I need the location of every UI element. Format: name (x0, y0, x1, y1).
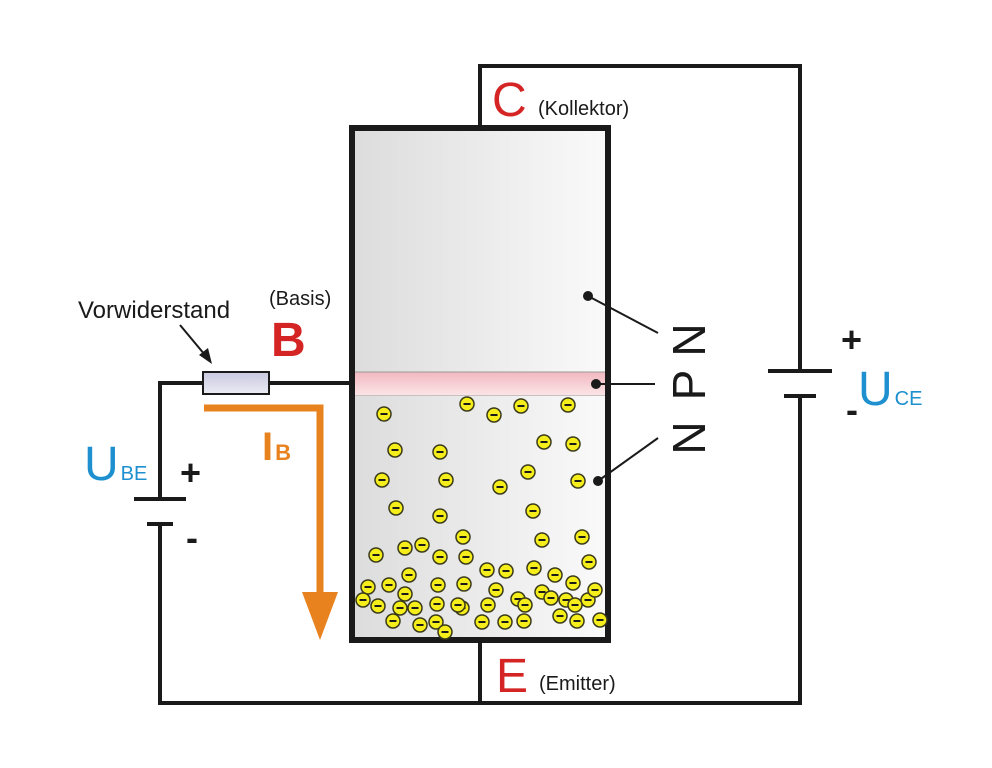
voltage-ce-plus: + (841, 319, 862, 360)
layer-label-p: P (663, 370, 715, 401)
electron (569, 613, 585, 629)
base-current-arrow (204, 404, 338, 640)
electron (376, 406, 392, 422)
voltage-be-minus: - (186, 517, 198, 558)
electron (368, 547, 384, 563)
voltage-be-plus: + (180, 452, 201, 493)
electron (370, 598, 386, 614)
electron (397, 586, 413, 602)
voltage-be-subscript: BE (121, 463, 148, 485)
base-current-label: IB (262, 425, 291, 469)
resistor (202, 371, 270, 395)
electron (438, 472, 454, 488)
electron (381, 577, 397, 593)
collector-letter: C (492, 74, 527, 127)
electron (547, 567, 563, 583)
electron (392, 600, 408, 616)
base-region (351, 371, 609, 397)
electron (565, 575, 581, 591)
electron (536, 434, 552, 450)
electron (479, 562, 495, 578)
electron (385, 613, 401, 629)
electron (498, 563, 514, 579)
electron (567, 597, 583, 613)
electron (587, 582, 603, 598)
electron (560, 397, 576, 413)
electron (456, 576, 472, 592)
electron (459, 396, 475, 412)
electron (592, 612, 608, 628)
electron (432, 549, 448, 565)
electron (474, 614, 490, 630)
circuit-wires (158, 64, 802, 705)
layer-label-n-bottom: N (663, 421, 715, 454)
base-name: (Basis) (269, 288, 331, 310)
collector-name: (Kollektor) (538, 98, 629, 120)
electron (432, 444, 448, 460)
electron (513, 398, 529, 414)
layer-label-n-top: N (663, 323, 715, 356)
electron (525, 503, 541, 519)
electron (520, 464, 536, 480)
electron (355, 592, 371, 608)
layer-leaders (583, 291, 659, 486)
resistor-pointer-arrow (179, 324, 212, 364)
electron (497, 614, 513, 630)
base-letter: B (271, 314, 306, 367)
base-current-subscript: B (275, 440, 291, 465)
electron (486, 407, 502, 423)
electron (414, 537, 430, 553)
collector-wire (478, 64, 802, 370)
base-wire-left (158, 381, 204, 498)
electron (388, 500, 404, 516)
battery-uce (768, 369, 832, 398)
electron (455, 529, 471, 545)
electron (412, 617, 428, 633)
collector-region (352, 128, 608, 372)
electron (534, 532, 550, 548)
electron (374, 472, 390, 488)
electron (458, 549, 474, 565)
electron (565, 436, 581, 452)
emitter-name: (Emitter) (539, 673, 616, 695)
electron (581, 554, 597, 570)
electron (407, 600, 423, 616)
electron (480, 597, 496, 613)
electron (570, 473, 586, 489)
electron (401, 567, 417, 583)
electron (387, 442, 403, 458)
electron (517, 597, 533, 613)
electron (432, 508, 448, 524)
base-current-symbol: I (262, 425, 273, 469)
electrons-group (355, 396, 608, 640)
electron (526, 560, 542, 576)
electron (450, 597, 466, 613)
electron (543, 590, 559, 606)
electron (516, 613, 532, 629)
electron (488, 582, 504, 598)
battery-ube (134, 497, 186, 526)
voltage-ce-subscript: CE (895, 388, 923, 410)
electron (552, 608, 568, 624)
voltage-ce-minus: - (846, 389, 858, 430)
electron (430, 577, 446, 593)
electron (360, 579, 376, 595)
resistor-label: Vorwiderstand (78, 297, 230, 324)
voltage-ce-symbol: U (858, 363, 893, 416)
emitter-letter: E (496, 650, 528, 703)
voltage-be-symbol: U (84, 438, 119, 491)
electron (492, 479, 508, 495)
electron (428, 614, 444, 630)
electron (574, 529, 590, 545)
electron (397, 540, 413, 556)
electron (437, 624, 453, 640)
electron (429, 596, 445, 612)
